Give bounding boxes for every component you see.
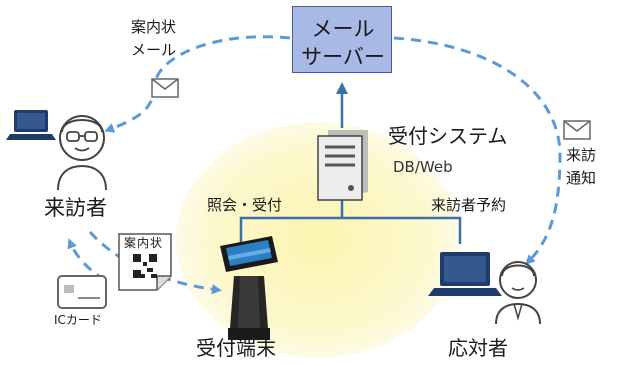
notify-label-line2: 通知	[566, 169, 597, 187]
responder-laptop-icon	[428, 252, 502, 296]
letter-qr-icon	[118, 233, 172, 291]
system-subtitle: DB/Web	[393, 158, 453, 176]
guide-mail-label-line1: 案内状	[131, 18, 177, 36]
notify-label-line1: 来訪	[566, 146, 597, 164]
ic-card-label: ICカード	[54, 313, 102, 327]
terminal-label: 受付端末	[196, 336, 276, 360]
mail-server-box: メール サーバー	[292, 6, 392, 73]
responder-person-icon	[495, 261, 541, 325]
guide-mail-label-line2: メール	[131, 41, 177, 59]
flow-server-to-visitor	[104, 35, 291, 133]
flow-server-to-responder	[393, 36, 562, 265]
mail-envelope-icon	[151, 78, 179, 98]
visitor-label: 来訪者	[44, 196, 107, 220]
visitor-person-icon	[57, 115, 107, 191]
system-title: 受付システム	[388, 124, 508, 148]
server-icon	[317, 130, 368, 201]
ic-card-icon	[57, 275, 107, 309]
server-label-line1: メール	[311, 17, 375, 41]
reservation-label: 来訪者予約	[431, 196, 507, 214]
notify-envelope-icon	[563, 120, 591, 140]
responder-label: 応対者	[448, 336, 508, 360]
inquiry-label: 照会・受付	[207, 196, 283, 214]
flow-card-to-visitor	[67, 238, 106, 282]
visitor-laptop-icon	[6, 110, 56, 140]
letter-label: 案内状	[124, 236, 164, 250]
line-terminal-link	[239, 216, 462, 246]
kiosk-terminal-icon	[220, 236, 278, 340]
server-label-line2: サーバー	[301, 45, 385, 69]
